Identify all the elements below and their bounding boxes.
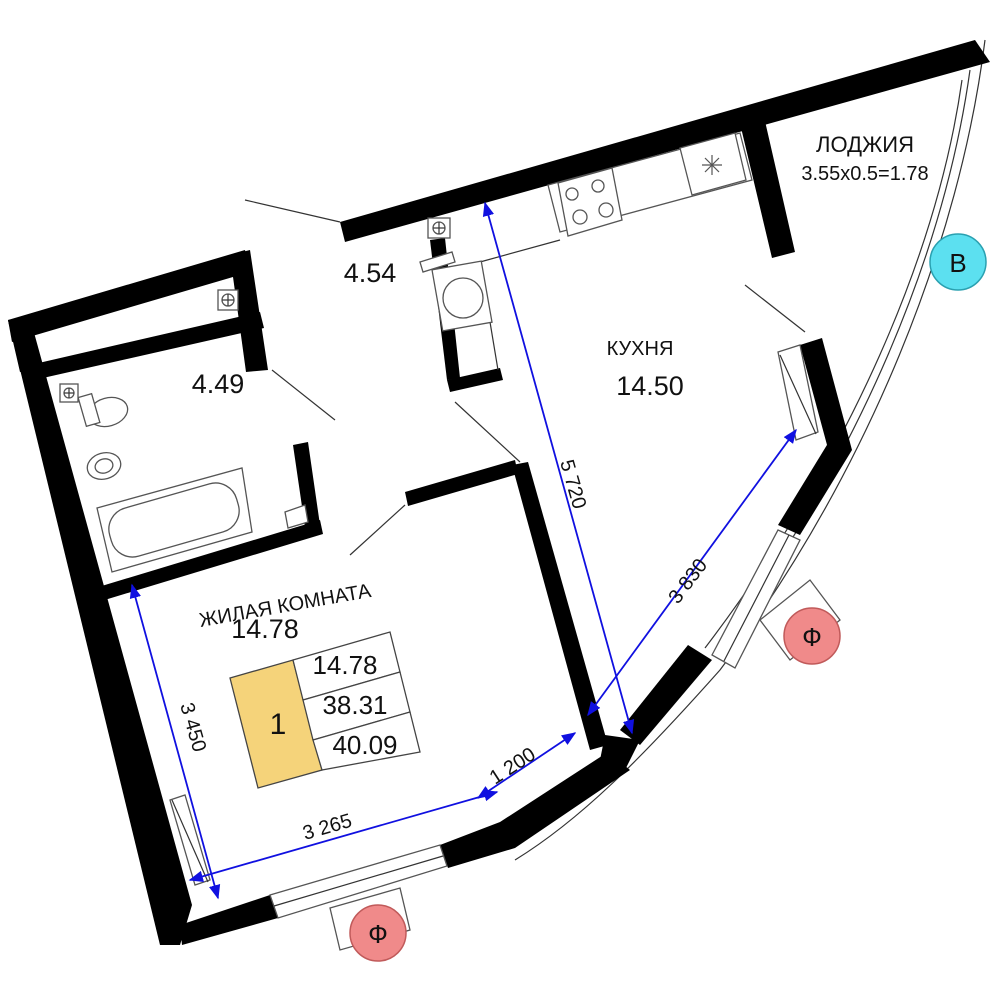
kitchen-area: 14.50 — [616, 371, 684, 401]
dim-living-depth — [129, 583, 221, 900]
summary-living-area: 14.78 — [312, 650, 377, 680]
wall-loggia — [738, 108, 795, 258]
wall-storage-bottom — [30, 312, 264, 380]
summary-total-area: 38.31 — [322, 690, 387, 720]
dim-living-width-label: 3 265 — [300, 810, 354, 845]
wall-kitchen-right-2 — [778, 440, 852, 535]
axis-marker-v: В — [929, 233, 987, 291]
kitchen-label: КУХНЯ — [607, 338, 674, 360]
dimension-lines — [129, 201, 797, 900]
snowflake-icon — [702, 155, 722, 175]
dim-living-width — [188, 790, 499, 882]
wall-kitchen-bottom — [600, 735, 640, 770]
svg-text:Ф: Ф — [802, 622, 822, 652]
shower-tray — [284, 504, 309, 529]
facade-windows — [329, 579, 841, 951]
dim-living-depth-label: 3 450 — [175, 700, 210, 754]
dim-kitchen-window-label: 3 830 — [664, 555, 712, 608]
living-area: 14.78 — [231, 614, 299, 644]
svg-text:В: В — [949, 248, 966, 278]
area-summary: 1 14.78 38.31 40.09 — [229, 631, 421, 789]
riser-icon — [217, 289, 239, 311]
wall-bath-right — [230, 250, 268, 372]
wall-top-left — [8, 250, 250, 342]
riser-icon — [59, 383, 79, 403]
wall-living-top — [405, 460, 518, 506]
wall-bath-lower — [293, 442, 320, 527]
loggia-formula: 3.55x0.5=1.78 — [801, 163, 928, 185]
bath-area: 4.54 — [344, 258, 397, 288]
wall-top — [340, 40, 990, 242]
summary-total-loggia: 40.09 — [332, 730, 397, 760]
dim-living-corner-label: 1 200 — [486, 743, 540, 789]
dim-kitchen-length-label: 5 720 — [555, 457, 590, 511]
dim-kitchen-window — [587, 428, 797, 717]
loggia-label: ЛОДЖИЯ — [816, 132, 914, 157]
bath-fixtures — [59, 217, 493, 573]
wall-bottom-right — [440, 752, 630, 868]
wall-kitchen-right-1 — [800, 338, 852, 456]
hall-area: 4.49 — [192, 369, 245, 399]
dim-living-corner — [476, 732, 577, 799]
facade-marker-2: Ф — [349, 904, 407, 962]
svg-text:Ф: Ф — [368, 919, 388, 949]
riser-icon — [427, 217, 451, 239]
facade-marker-1: Ф — [783, 607, 841, 665]
wall-bath-bottom — [95, 520, 323, 602]
room-count: 1 — [270, 708, 287, 741]
wall-bottom-left — [180, 895, 278, 945]
